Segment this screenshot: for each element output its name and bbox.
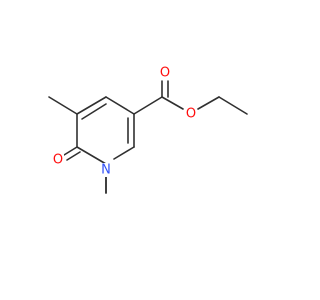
ester-oxygen-atom-label: O	[186, 107, 196, 122]
bond-o-ch2	[197, 96, 220, 110]
carbonyl-oxygen-atom-label: O	[160, 66, 170, 81]
bond-ester-c-o	[161, 96, 184, 110]
bond-ketone-double	[66, 151, 81, 161]
bond-layer	[48, 80, 248, 194]
ketone-oxygen-atom-label: O	[53, 153, 63, 168]
bond-ring-c3-c2	[105, 96, 135, 115]
bond-ring-c4-c3-double	[81, 103, 107, 120]
bond-ring-c1-n1	[113, 146, 135, 160]
bond-ring-c4-c3	[76, 96, 107, 115]
bond-ring-to-ester-carbon	[133, 96, 163, 115]
atom-label-layer: N O O O	[52, 66, 197, 178]
bond-ring-c6-c5	[76, 146, 107, 165]
bond-ketone-single	[63, 146, 78, 156]
molecule-structure-diagram: N O O O	[48, 66, 248, 194]
bond-ch2-ch3	[218, 96, 248, 115]
bond-methyl-c4	[48, 96, 78, 115]
nitrogen-atom-label: N	[101, 163, 111, 178]
